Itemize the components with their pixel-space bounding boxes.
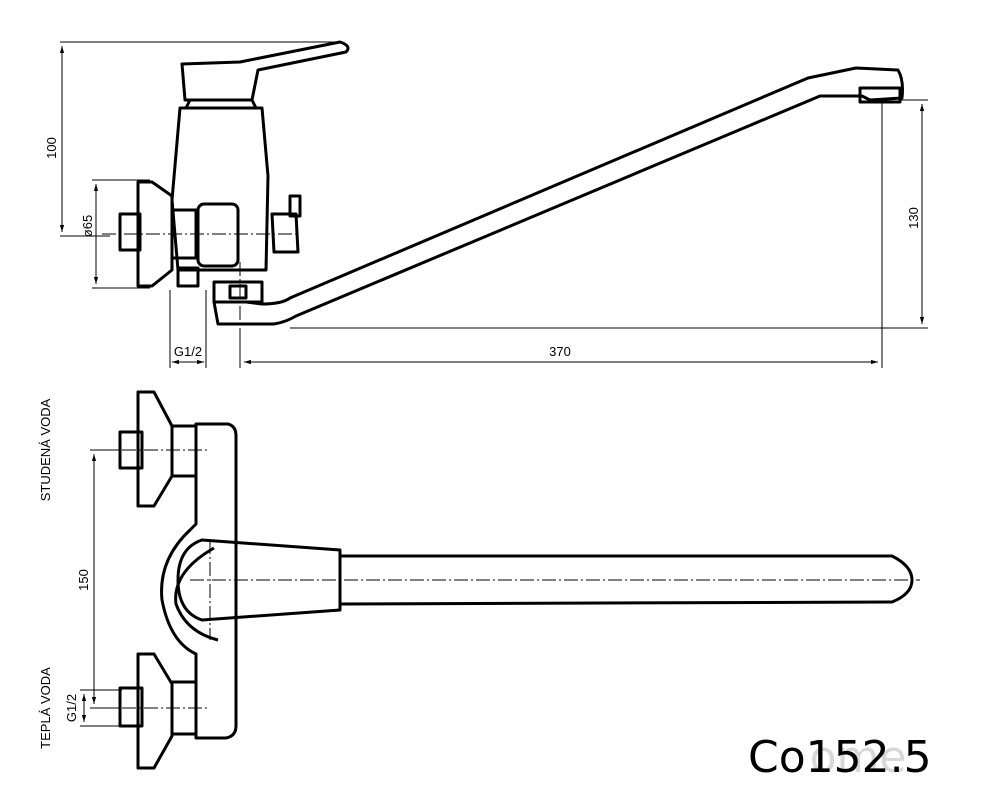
diverter-knob: [270, 212, 300, 254]
lever-handle: [180, 40, 350, 102]
wall-rosette: [136, 180, 174, 288]
mixer-cartridge: [196, 202, 240, 268]
dim-spout-height: 130: [906, 207, 921, 229]
rosette-bottom: [136, 652, 174, 770]
mixer-body: [170, 106, 270, 272]
dim-diameter: ø65: [80, 215, 95, 237]
dim-thread-top: G1/2: [174, 344, 202, 359]
model-number: Co152.5: [748, 732, 932, 783]
label-hot-water: TEPLÁ VODA: [38, 667, 53, 749]
spout: [212, 66, 904, 326]
watermark: ome: [810, 732, 907, 783]
dim-spacing: 150: [76, 569, 91, 591]
lever-plan: [176, 538, 342, 622]
label-cold-water: STUDENÁ VODA: [38, 398, 53, 501]
side-view: [118, 40, 904, 326]
dim-spout-length: 370: [549, 344, 571, 359]
mixer-body-plan: [160, 422, 238, 740]
dim-height-top: 100: [44, 137, 59, 159]
dim-thread-bottom: G1/2: [64, 694, 79, 722]
